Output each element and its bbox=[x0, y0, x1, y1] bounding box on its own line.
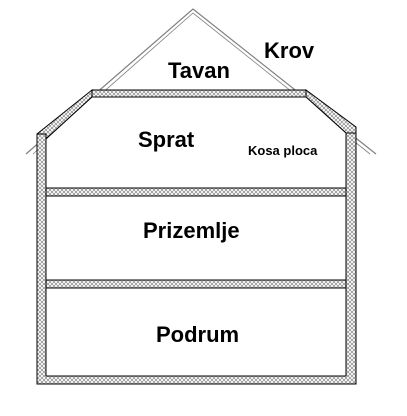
roof-label: Krov bbox=[264, 38, 315, 63]
ground-floor-slab bbox=[45, 279, 347, 289]
sloped-slab-label: Kosa ploca bbox=[248, 143, 318, 158]
attic-label: Tavan bbox=[168, 58, 230, 83]
ground-floor-label: Prizemlje bbox=[143, 218, 240, 243]
attic-floor-slab bbox=[91, 89, 307, 98]
upper-floor-label: Sprat bbox=[138, 127, 195, 152]
basement-room bbox=[45, 287, 347, 377]
upper-floor-room bbox=[45, 96, 347, 189]
upper-floor-slab bbox=[45, 187, 347, 197]
basement-label: Podrum bbox=[156, 322, 239, 347]
ground-floor-room bbox=[45, 195, 347, 281]
